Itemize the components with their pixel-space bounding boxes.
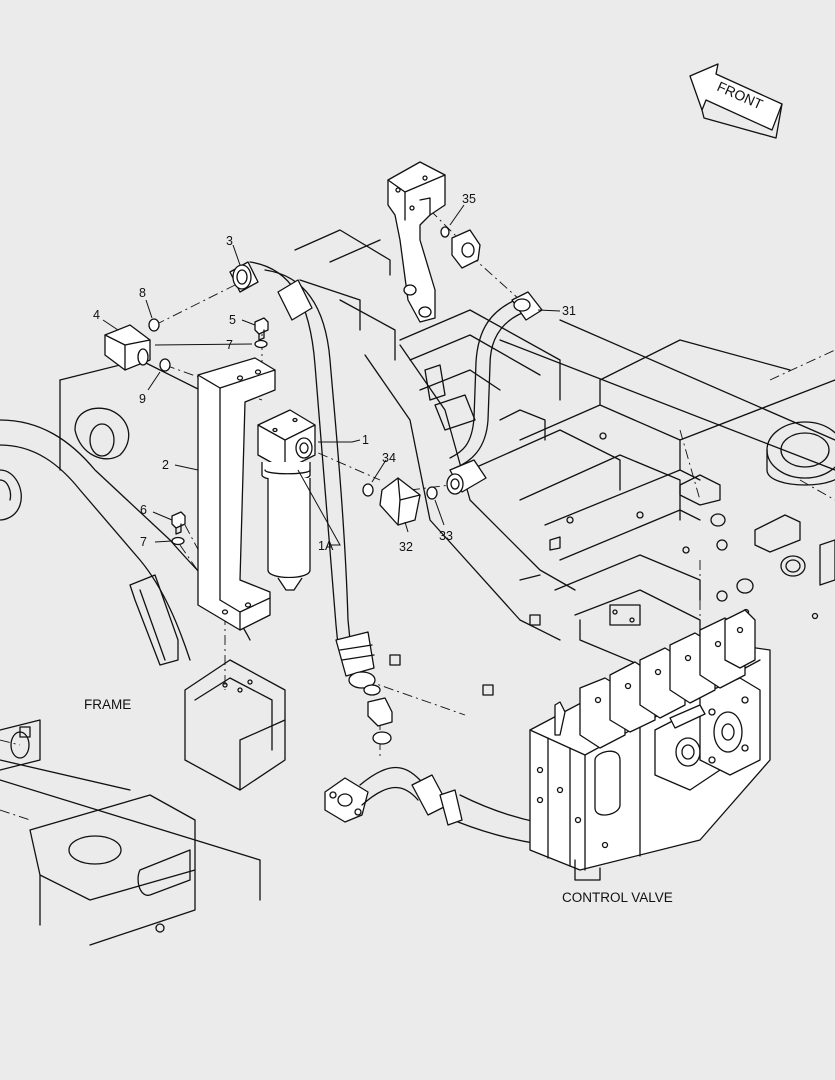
part-2-bracket — [197, 357, 276, 631]
callout-1a: 1A — [318, 539, 334, 553]
callout-35: 35 — [462, 192, 476, 206]
pipe-mount-bracket — [387, 161, 446, 323]
right-frame-structure — [679, 379, 835, 620]
center-frame-structure — [294, 229, 835, 696]
part-7-washer-lower — [171, 536, 185, 546]
callout-8: 8 — [139, 286, 146, 300]
part-32-elbow-adapter — [379, 477, 421, 526]
part-33-o-ring — [426, 486, 438, 500]
control-valve-label: CONTROL VALVE — [562, 890, 673, 905]
upper-frame-structure — [0, 359, 286, 946]
hose-1a — [249, 261, 376, 689]
callout-1: 1 — [362, 433, 369, 447]
part-31-hose — [446, 291, 543, 495]
frame-label: FRAME — [84, 697, 131, 712]
callout-33: 33 — [439, 529, 453, 543]
callout-9: 9 — [139, 392, 146, 406]
part-35-clamp — [440, 226, 481, 269]
callout-5: 5 — [229, 313, 236, 327]
callout-6: 6 — [140, 503, 147, 517]
part-1-filter-assembly — [257, 409, 316, 591]
part-34-o-ring — [362, 483, 374, 497]
callout-31: 31 — [562, 304, 576, 318]
callout-7-lower: 7 — [140, 535, 147, 549]
callout-7-upper: 7 — [226, 338, 233, 352]
part-8-o-ring — [148, 318, 160, 332]
part-5-bolt — [254, 317, 269, 341]
part-7-washer-upper — [254, 339, 268, 349]
part-9-o-ring — [159, 358, 171, 372]
part-6-bolt — [171, 511, 186, 535]
callout-32: 32 — [399, 540, 413, 554]
callout-2: 2 — [162, 458, 169, 472]
front-direction-arrow: FRONT — [689, 63, 783, 139]
part-4-connector — [104, 324, 151, 371]
lower-adapter-fitting — [363, 684, 393, 745]
part-3-elbow-fitting — [229, 261, 259, 293]
callout-4: 4 — [93, 308, 100, 322]
callout-3: 3 — [226, 234, 233, 248]
control-valve-assembly — [529, 609, 771, 881]
callout-34: 34 — [382, 451, 396, 465]
callout-leaders — [102, 204, 561, 546]
